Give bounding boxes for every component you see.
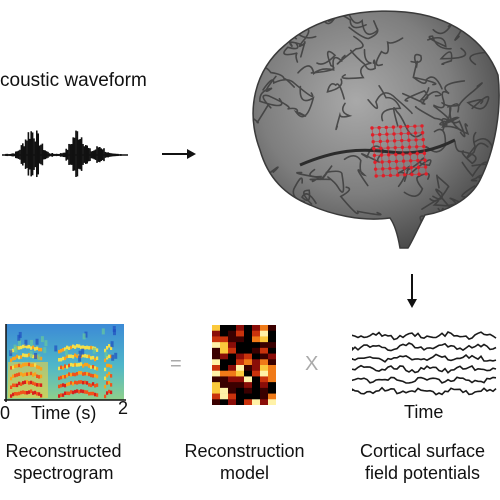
model-heatmap	[212, 325, 276, 405]
caption-model-line1: Reconstruction	[184, 441, 305, 461]
times-operator: X	[305, 353, 319, 375]
acoustic-waveform	[2, 130, 128, 178]
caption-potentials-line1: Cortical surface	[359, 441, 486, 461]
brain-image	[252, 10, 500, 249]
caption-spectrogram-line1: Reconstructed	[5, 441, 122, 461]
acoustic-waveform-label: coustic waveform	[0, 70, 147, 91]
caption-model: Reconstruction model	[172, 440, 317, 484]
caption-potentials: Cortical surface field potentials	[340, 440, 500, 484]
caption-spectrogram: Reconstructed spectrogram	[0, 440, 131, 484]
tick-label-0: 0	[0, 403, 11, 423]
equals-operator: =	[170, 353, 182, 375]
arrow-right-icon	[162, 149, 196, 159]
time-label: Time	[404, 402, 444, 422]
field-potential-traces	[352, 331, 497, 396]
brain-outline	[252, 10, 500, 249]
spectrogram-image	[4, 324, 126, 402]
caption-potentials-line2: field potentials	[364, 463, 481, 483]
electrode-grid	[370, 124, 428, 178]
caption-spectrogram-line2: spectrogram	[13, 463, 114, 483]
time-axis-label: Time (s)	[31, 403, 97, 423]
tick-label-2: 2	[118, 398, 129, 418]
caption-model-line2: model	[219, 463, 270, 483]
arrow-down-icon	[407, 274, 417, 308]
